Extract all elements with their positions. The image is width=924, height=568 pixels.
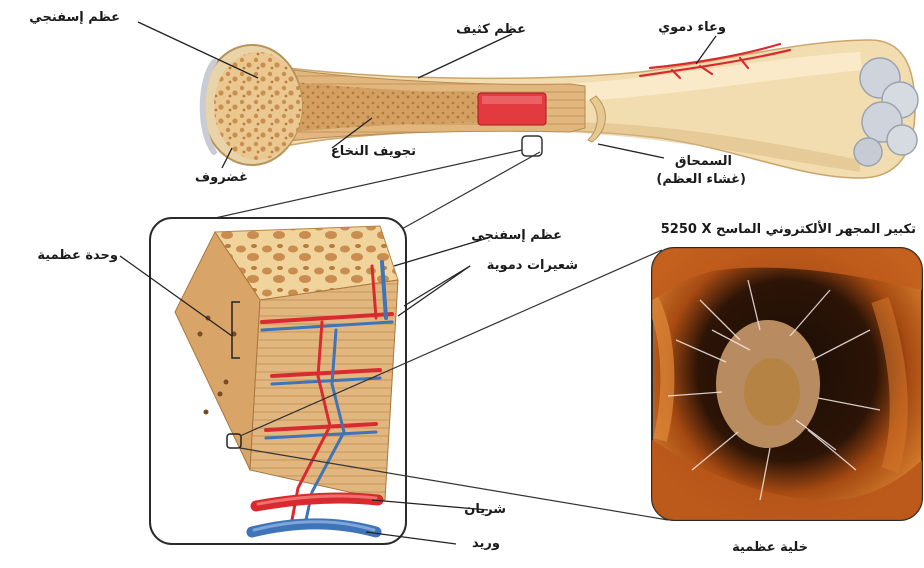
label-vein: وريد [472, 536, 500, 552]
bone-tissue-panel [150, 218, 406, 544]
label-spongy-bone-detail: عظم إسفنجي [471, 228, 562, 244]
sem-micrograph [652, 248, 922, 520]
label-sem-caption: تكبير المجهر الألكتروني الماسح 5250 X [661, 222, 916, 238]
sem-caption-ar: تكبير المجهر الألكتروني الماسح [716, 222, 916, 237]
label-cartilage: غضروف [195, 170, 248, 186]
label-periosteum-sub: (غشاء العظم) [656, 172, 746, 188]
zoom-line-right [400, 152, 540, 230]
label-spongy-bone-top: عظم إسفنجي [29, 10, 120, 26]
label-periosteum: السمحاق [675, 154, 732, 170]
label-bone-cell: خلية عظمية [732, 540, 808, 556]
sem-caption-mag: 5250 X [661, 222, 712, 237]
label-capillaries: شعيرات دموية [487, 258, 578, 274]
label-compact-bone: عظم كثيف [456, 22, 526, 38]
label-osteon: وحدة عظمية [37, 248, 118, 264]
spongy-bone-head [214, 52, 302, 160]
long-bone [202, 40, 918, 178]
label-artery: شريان [464, 502, 506, 518]
label-blood-vessel: وعاء دموي [658, 20, 726, 36]
label-marrow-cavity: تجويف النخاع [331, 144, 416, 160]
